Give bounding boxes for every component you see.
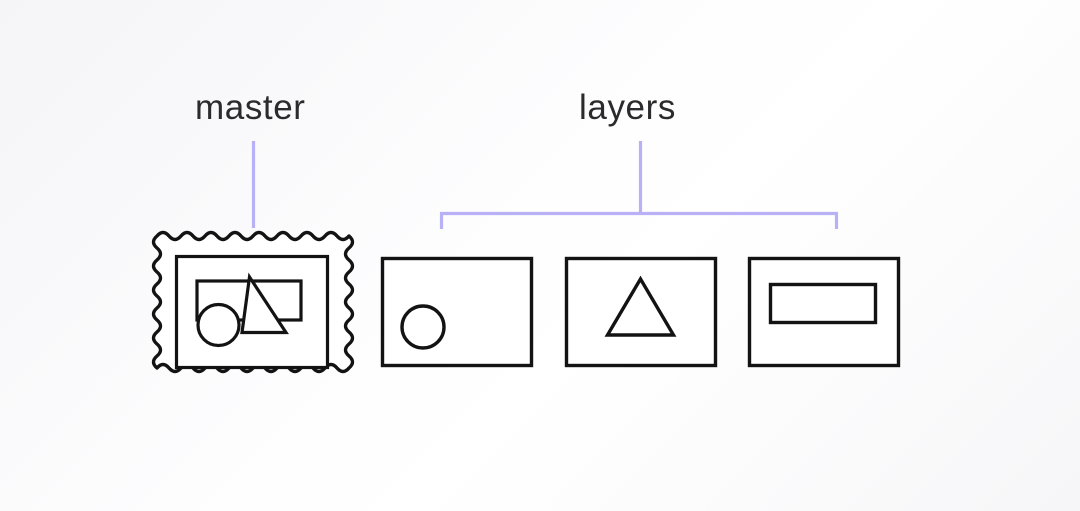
layer-shape-rectangle: [768, 282, 878, 325]
layer-shape-circle: [400, 304, 446, 350]
layer-circle-frame: [380, 256, 534, 368]
layer-triangle-frame: [564, 256, 718, 368]
label-master: master: [195, 88, 306, 127]
master-composite-contents: [195, 272, 303, 348]
master-card[interactable]: [151, 230, 355, 374]
layer-shape-triangle: [604, 275, 677, 337]
layer-rectangle-frame: [747, 256, 901, 368]
master-shape-triangle: [240, 272, 289, 335]
layers-connector-bracket: [439, 141, 839, 229]
master-shape-circle: [196, 302, 241, 348]
connector-group: [251, 141, 839, 229]
layer-rectangle[interactable]: [747, 256, 901, 368]
layer-circle[interactable]: [380, 256, 534, 368]
label-layers: layers: [579, 88, 676, 127]
layer-triangle[interactable]: [564, 256, 718, 368]
